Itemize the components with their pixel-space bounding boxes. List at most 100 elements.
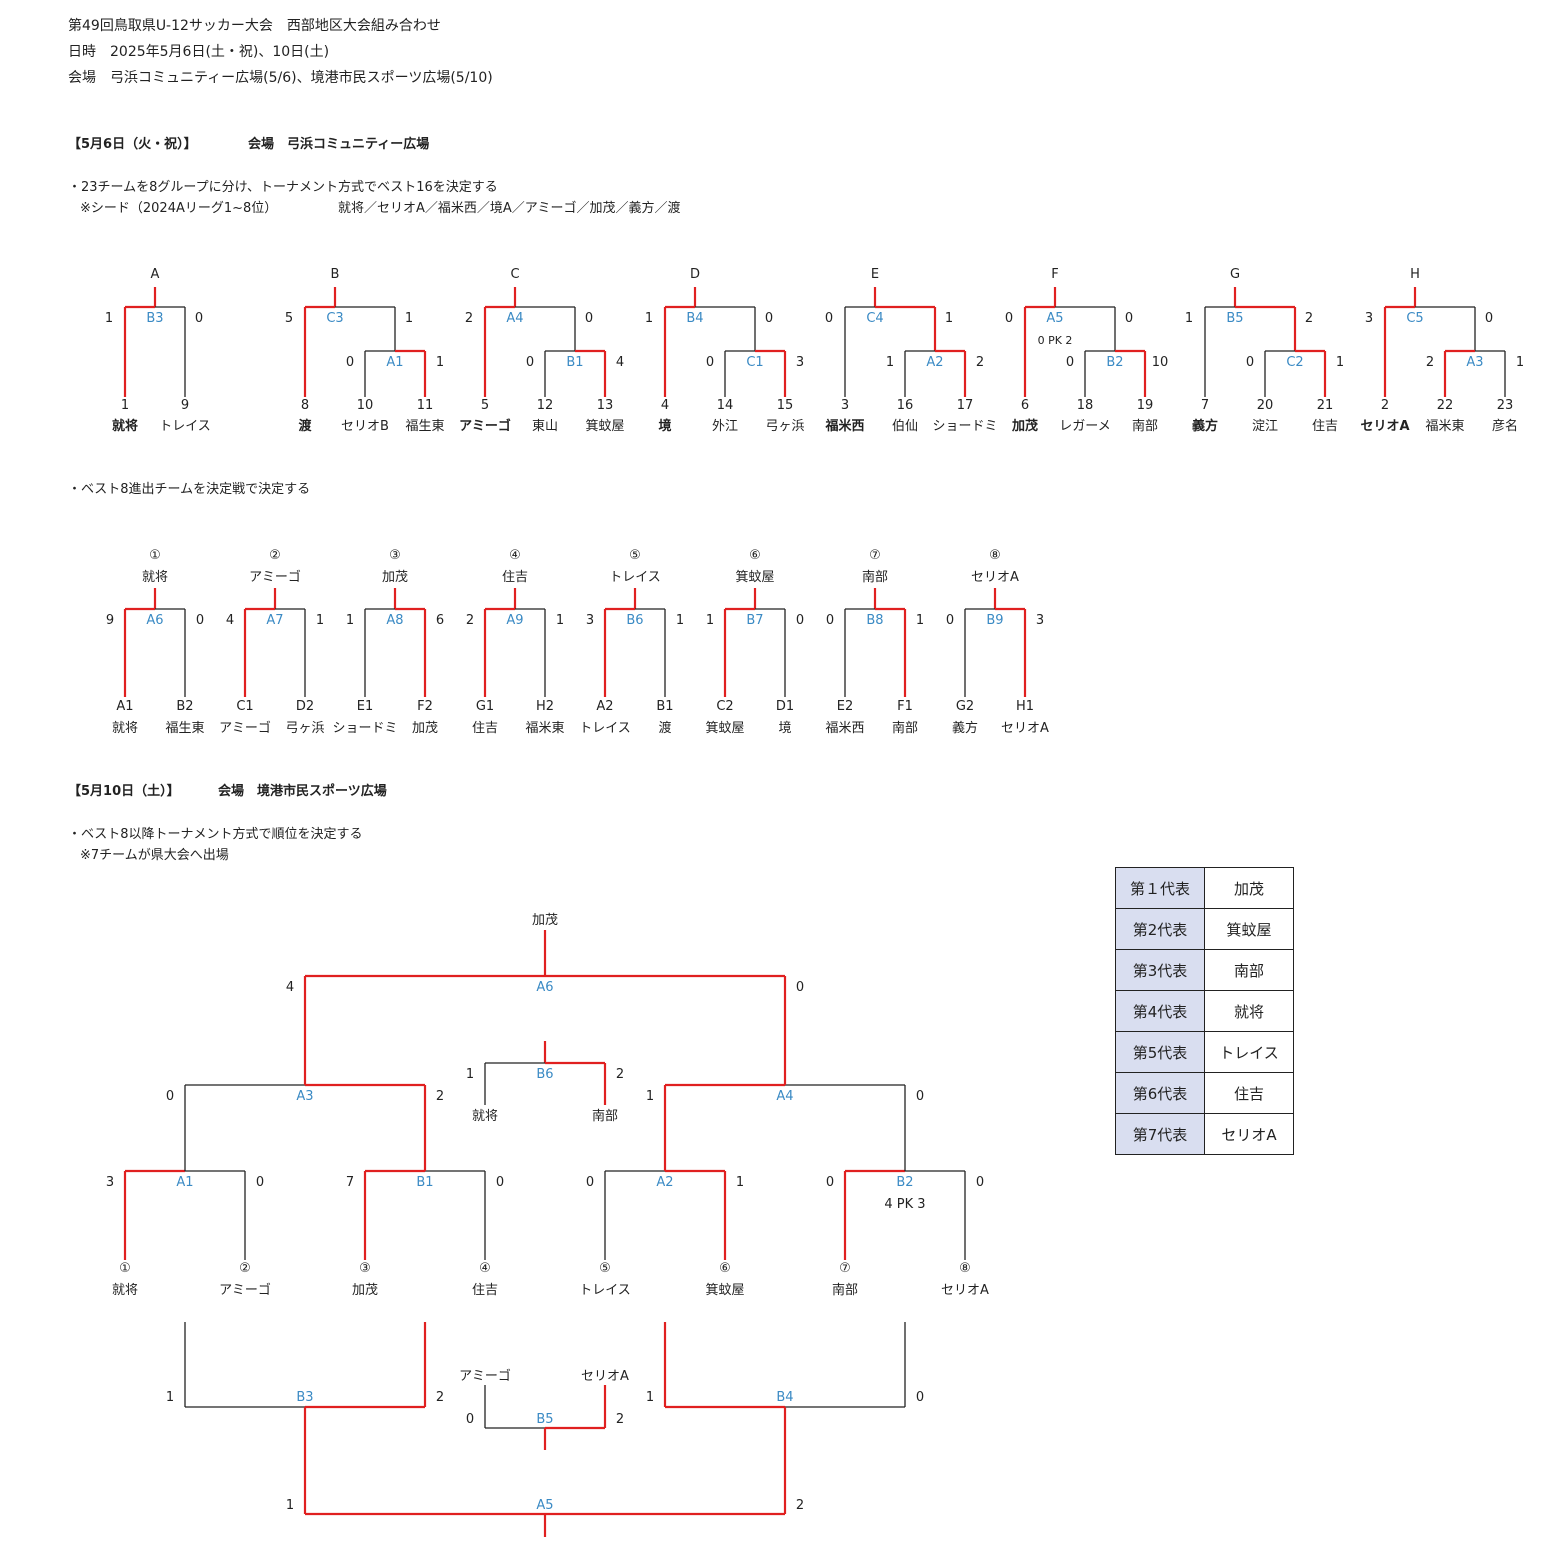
team-name: 住吉	[1312, 419, 1338, 434]
team-number: 10	[357, 398, 374, 413]
seed-number: 6	[1021, 398, 1029, 413]
team-number: 22	[1437, 398, 1454, 413]
playoff-winner: 箕蚊屋	[735, 569, 774, 585]
match-code: B6	[626, 613, 643, 628]
team-number: 11	[417, 398, 434, 413]
day1-note-seed: ※シード（2024Aリーグ1~8位）	[80, 201, 278, 216]
representative-team: セリオA	[1204, 1113, 1294, 1155]
team-name: 箕蚊屋	[705, 720, 744, 736]
score: 0	[195, 311, 203, 326]
group-name: A	[151, 267, 160, 282]
match-code: C3	[326, 311, 343, 326]
team-name: 南部	[1132, 418, 1158, 434]
score: 0	[346, 355, 354, 370]
score: 3	[1365, 311, 1373, 326]
score: 1	[676, 613, 684, 628]
group-name: F	[1051, 267, 1058, 282]
match-code: A6	[146, 613, 163, 628]
match-code: A6	[536, 980, 553, 995]
score: 2	[1305, 311, 1313, 326]
seed-team: セリオA	[1360, 419, 1409, 434]
score: 0	[496, 1175, 504, 1190]
group-rank: B1	[656, 699, 673, 714]
team-name: 住吉	[472, 721, 498, 736]
score: 4	[616, 355, 624, 370]
seed-number: ②	[239, 1261, 251, 1276]
team-name: 箕蚊屋	[585, 418, 624, 434]
score: 1	[1336, 355, 1344, 370]
group-rank: B2	[176, 699, 193, 714]
match-code: A1	[176, 1175, 193, 1190]
score: 3	[796, 355, 804, 370]
team-name: 義方	[952, 720, 978, 736]
score: 1	[1516, 355, 1524, 370]
team-number: 17	[957, 398, 974, 413]
score: 0	[256, 1175, 264, 1190]
team-name: 弓ヶ浜	[285, 721, 324, 736]
document-date: 日時 2025年5月6日(土・祝)、10日(土)	[68, 44, 330, 60]
team-name: トレイス	[159, 419, 211, 434]
seed-number: 4	[661, 398, 669, 413]
seed-team: 渡	[298, 418, 312, 434]
team-name: 弓ヶ浜	[765, 419, 804, 434]
team-name: 外江	[712, 419, 738, 434]
score: 2	[976, 355, 984, 370]
score: 10	[1152, 355, 1169, 370]
seed-team: 就将	[112, 1283, 138, 1298]
match-code: B6	[536, 1067, 553, 1082]
match-code: B1	[416, 1175, 433, 1190]
team-number: 14	[717, 398, 734, 413]
seed-team: 境	[658, 418, 671, 434]
match-code: A1	[386, 355, 403, 370]
match-code: B5	[536, 1412, 553, 1427]
team-name: 渡	[658, 720, 671, 736]
team-name: 淀江	[1252, 419, 1278, 434]
score: 3	[106, 1175, 114, 1190]
score: 0	[586, 1175, 594, 1190]
seed-number: 2	[1381, 398, 1389, 413]
playoff-winner: アミーゴ	[249, 569, 301, 585]
team-name: レガーメ	[1059, 419, 1110, 434]
match-code: B5	[1226, 311, 1243, 326]
seed-team: 義方	[1192, 418, 1218, 434]
score: 0	[916, 1089, 924, 1104]
score: 0	[796, 980, 804, 995]
playoff-winner: 加茂	[382, 570, 408, 585]
team-name: 福米東	[1425, 418, 1464, 434]
group-rank: C2	[716, 699, 733, 714]
seed-number: 7	[1201, 398, 1209, 413]
match-code: B2	[1106, 355, 1123, 370]
representative-row: 第3代表南部	[1115, 949, 1294, 991]
seed-number: 5	[481, 398, 489, 413]
team-name: ショードミ	[932, 419, 997, 434]
seed-number: ⑦	[839, 1261, 851, 1276]
score: 1	[945, 311, 953, 326]
score: 2	[436, 1390, 444, 1405]
team-number: 13	[597, 398, 614, 413]
match-code: C5	[1406, 311, 1423, 326]
score: 1	[886, 355, 894, 370]
match-code: B8	[866, 613, 883, 628]
group-name: D	[690, 267, 700, 282]
group-rank: G2	[956, 699, 974, 714]
representative-team: 加茂	[1204, 867, 1294, 909]
score: 2	[466, 613, 474, 628]
team-name: セリオA	[1001, 721, 1049, 736]
playoff-number: ⑥	[749, 548, 761, 563]
match-code: B9	[986, 613, 1003, 628]
match-code: A8	[386, 613, 403, 628]
match-code: C4	[866, 311, 883, 326]
score: 1	[645, 311, 653, 326]
day2-note-qualify: ※7チームが県大会へ出場	[80, 848, 229, 863]
seed-number: ①	[119, 1261, 131, 1276]
match-code: B7	[746, 613, 763, 628]
representative-row: 第7代表セリオA	[1115, 1113, 1294, 1155]
team-name: 就将	[472, 1109, 498, 1124]
team-name: アミーゴ	[459, 1368, 511, 1384]
day1-heading: 【5月6日（火・祝）】	[68, 137, 197, 152]
score: 9	[106, 613, 114, 628]
score: 0	[196, 613, 204, 628]
representative-row: 第2代表箕蚊屋	[1115, 908, 1294, 950]
score: 2	[1426, 355, 1434, 370]
